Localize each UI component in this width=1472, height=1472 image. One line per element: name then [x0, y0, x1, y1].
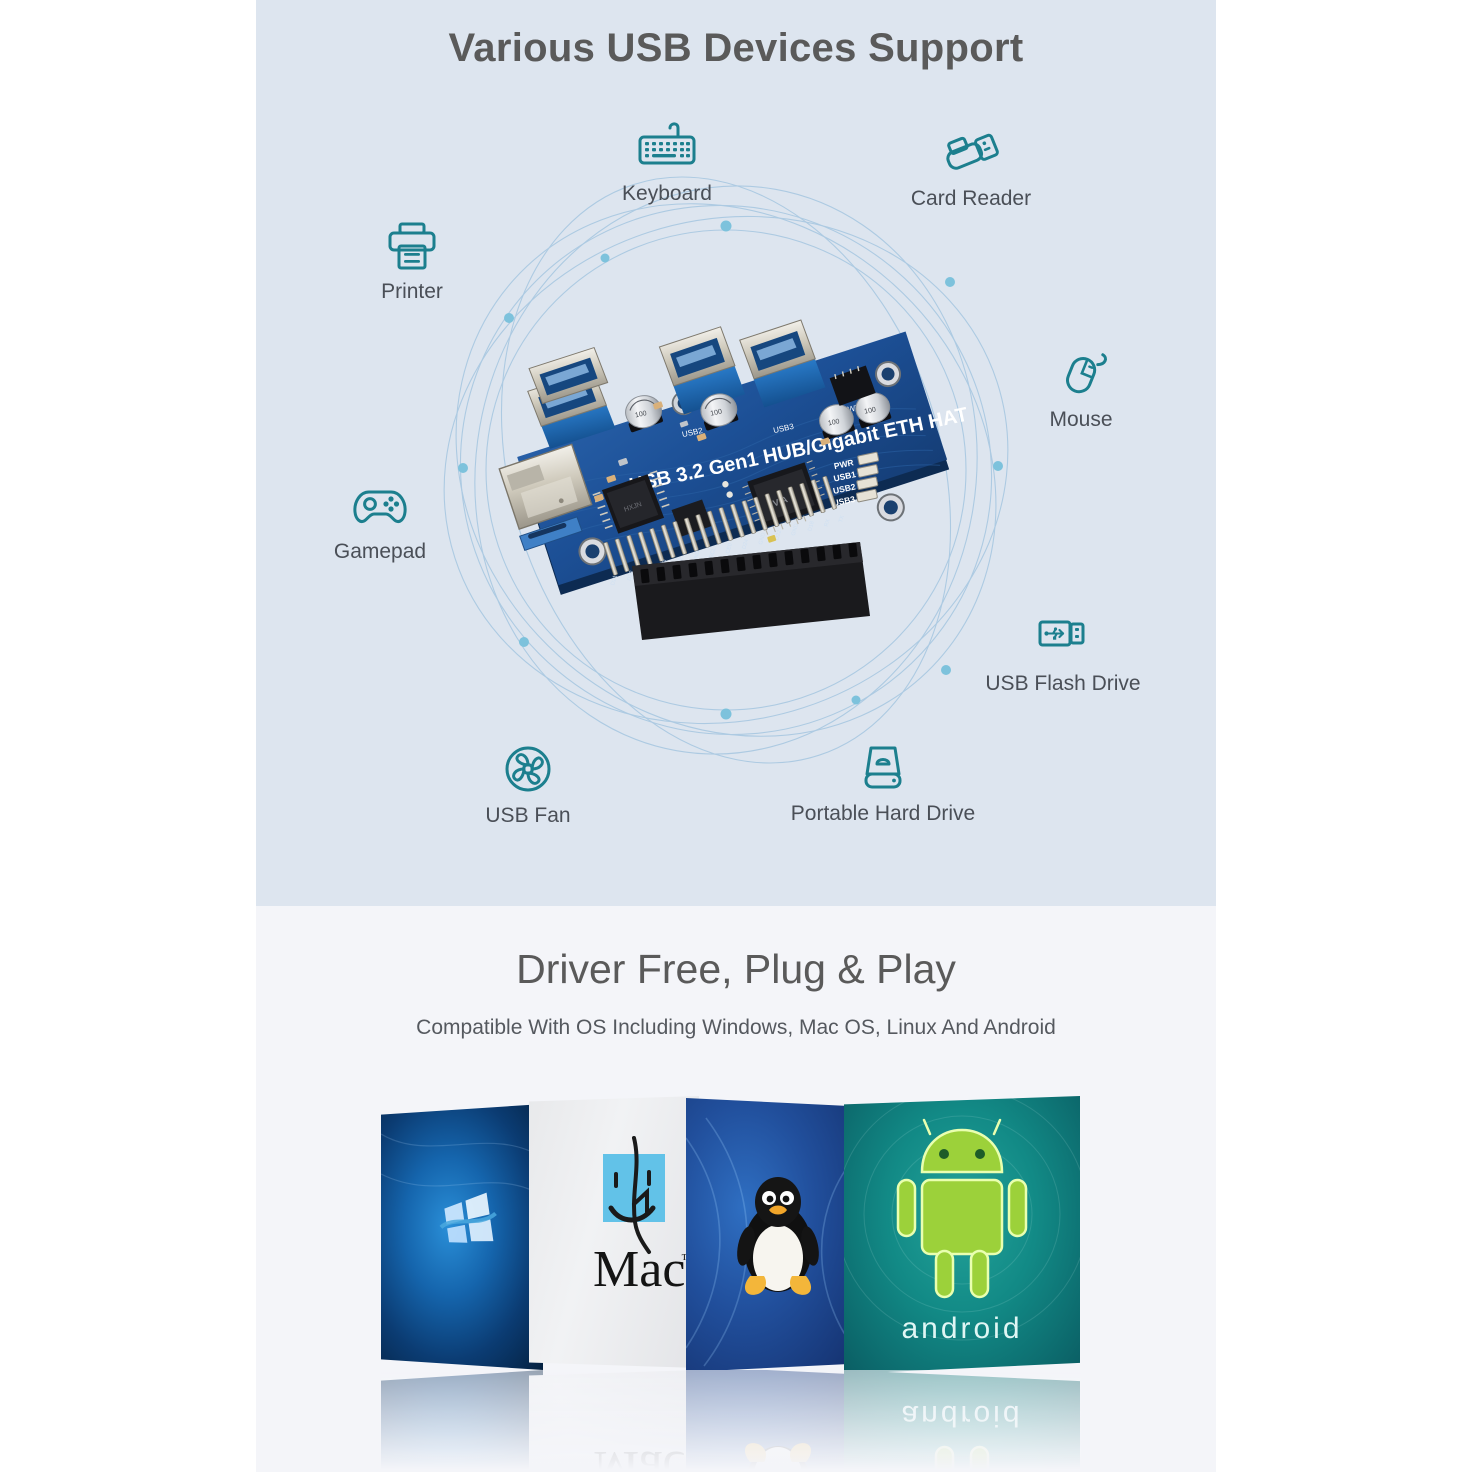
os-tile-android: android	[844, 1096, 1080, 1374]
led-label-usb2: USB2	[832, 481, 857, 496]
svg-text:SCL: SCL	[709, 547, 718, 559]
svg-text:GND: GND	[791, 523, 800, 537]
led-label-pwr: PWR	[833, 457, 854, 471]
orbit-network-background	[443, 176, 1009, 764]
device-card-reader: Card Reader	[871, 125, 1071, 211]
gamepad-icon	[280, 478, 480, 534]
usb-c-connector	[519, 516, 583, 552]
svg-text:D21: D21	[610, 575, 619, 587]
android-robot-logo	[896, 1118, 1028, 1299]
windows-logo	[439, 1192, 497, 1243]
ethernet-jack	[498, 443, 593, 531]
device-usb-flash-drive: USB Flash Drive	[963, 610, 1163, 696]
portable-hard-drive-icon	[783, 740, 983, 796]
device-gamepad: Gamepad	[280, 478, 480, 564]
os-tiles-reflection: Mac OS	[381, 1370, 1081, 1470]
card-reader-icon	[871, 125, 1071, 181]
device-portable-hard-drive: Portable Hard Drive	[783, 740, 983, 826]
svg-text:D24: D24	[742, 539, 751, 551]
gpio-pins: D21 D20 D16 GND D12 GND SCL CE0 D24 GND …	[603, 475, 846, 587]
section-subtitle-os: Compatible With OS Including Windows, Ma…	[416, 1016, 1056, 1039]
os-tiles-row: Mac ™ OS	[256, 1096, 1216, 1472]
tux-penguin-logo	[737, 1177, 819, 1295]
svg-text:GND: GND	[758, 532, 767, 546]
svg-text:100: 100	[710, 408, 723, 417]
svg-text:D20: D20	[627, 570, 636, 582]
usb-fan-icon	[428, 742, 628, 798]
os-tile-windows	[381, 1104, 543, 1370]
led-label-usb1: USB1	[833, 469, 858, 484]
capacitors: 100 100 100 100	[625, 392, 892, 440]
device-label: Portable Hard Drive	[790, 802, 976, 825]
device-keyboard: Keyboard	[567, 120, 767, 206]
device-printer: Printer	[312, 218, 512, 304]
board-label-usb3: USB3	[772, 422, 795, 435]
svg-text:100: 100	[827, 418, 840, 427]
os-tile-linux	[686, 1098, 854, 1372]
svg-text:D22: D22	[774, 530, 783, 542]
keyboard-icon	[567, 120, 767, 176]
svg-text:GND: GND	[692, 550, 701, 564]
usb-flash-drive-icon	[963, 610, 1163, 666]
device-label: Printer	[381, 280, 443, 303]
device-mouse: Mouse	[981, 346, 1181, 432]
section-title-devices: Various USB Devices Support	[448, 26, 1024, 70]
device-usb-fan: USB Fan	[428, 742, 628, 828]
gpio-female-header	[632, 542, 870, 640]
led-label-usb3: USB3	[832, 494, 857, 509]
os-compatibility-section: Driver Free, Plug & Play Compatible With…	[256, 906, 1216, 1472]
svg-text:D18: D18	[807, 521, 816, 533]
device-label: USB Flash Drive	[985, 672, 1141, 695]
android-wordmark: android	[901, 1312, 1022, 1345]
mouse-icon	[981, 346, 1181, 402]
usb-devices-section: Various USB Devices Support	[256, 0, 1216, 906]
svg-text:RX: RX	[824, 518, 832, 527]
ic-chips: HXJN VIA	[592, 460, 825, 537]
printer-icon	[312, 218, 512, 274]
svg-text:CE0: CE0	[725, 542, 734, 554]
section-title-os: Driver Free, Plug & Play	[516, 946, 956, 992]
os-tile-macos: Mac ™ OS	[529, 1096, 699, 1368]
device-label: Keyboard	[622, 182, 712, 205]
svg-text:TX: TX	[838, 515, 846, 524]
svg-text:100: 100	[635, 410, 648, 419]
usb-hub-hat-board: USB 3.2 Gen1 HUB/Gigabit ETH HAT PWR USB…	[436, 250, 1056, 690]
device-label: Mouse	[1049, 408, 1113, 431]
device-label: USB Fan	[485, 804, 571, 827]
svg-text:100: 100	[864, 406, 877, 415]
device-label: Gamepad	[333, 540, 427, 563]
macos-wordmark-mac: Mac	[593, 1241, 685, 1298]
device-label: Card Reader	[910, 187, 1032, 210]
